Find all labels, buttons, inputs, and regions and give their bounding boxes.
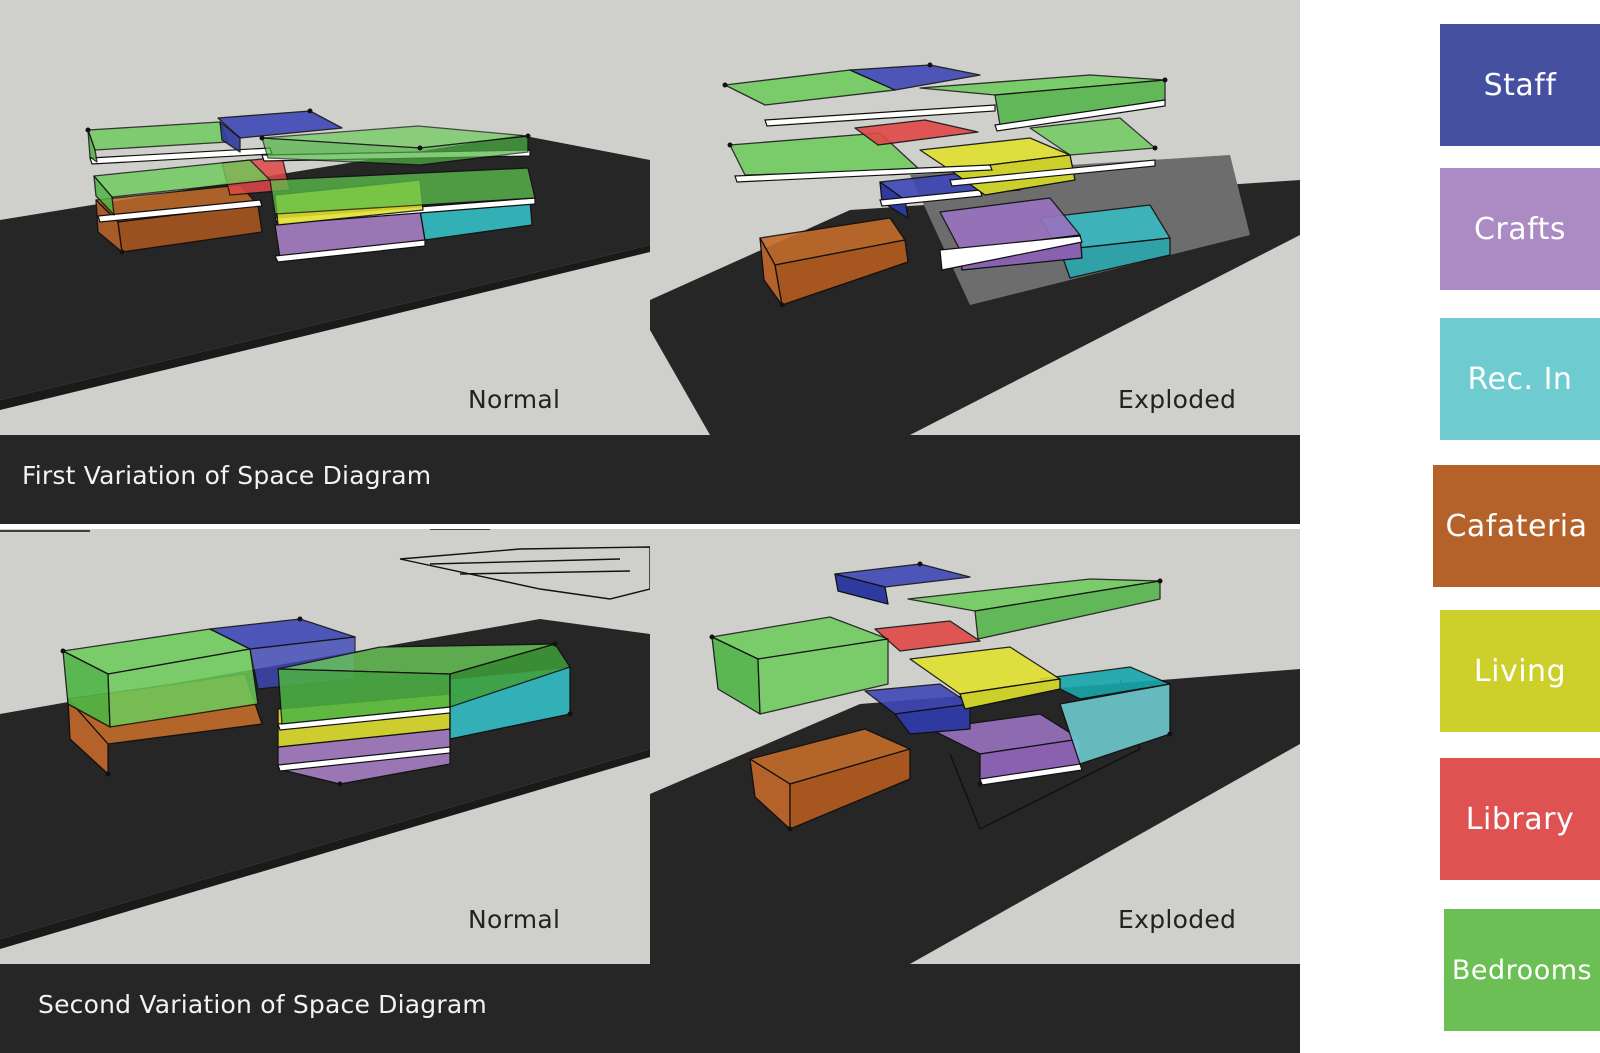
legend-living: Living: [1440, 610, 1600, 732]
panel-2-normal-model: [0, 529, 650, 949]
panel-1-exploded-model: [650, 62, 1300, 435]
panel-1-normal-view: Normal: [0, 0, 650, 435]
legend-label: Rec. In: [1467, 361, 1573, 397]
legend-label: Cafateria: [1445, 508, 1588, 544]
panel-1-exploded-view: Exploded: [650, 0, 1300, 435]
panel-title: Second Variation of Space Diagram: [38, 990, 487, 1019]
legend-rec-in: Rec. In: [1440, 318, 1600, 440]
legend-crafts: Crafts: [1440, 168, 1600, 290]
legend-library: Library: [1440, 758, 1600, 880]
legend-label: Library: [1465, 801, 1575, 837]
legend-label: Staff: [1483, 67, 1557, 103]
legend-label: Living: [1473, 653, 1567, 689]
panel-2-title-band: Second Variation of Space Diagram: [0, 964, 1300, 1053]
panel-1-normal-model: [0, 108, 650, 410]
legend-label: Bedrooms: [1451, 954, 1593, 986]
view-label: Exploded: [1118, 385, 1237, 414]
view-label: Normal: [468, 905, 561, 934]
panel-2-normal-view: Normal: [0, 529, 650, 964]
legend-bedrooms: Bedrooms: [1444, 909, 1600, 1031]
view-label: Normal: [468, 385, 561, 414]
panel-title: First Variation of Space Diagram: [22, 461, 432, 490]
view-label: Exploded: [1118, 905, 1237, 934]
legend-label: Crafts: [1473, 211, 1567, 247]
panel-2-exploded-model: [650, 561, 1300, 964]
panel-1-title-band: First Variation of Space Diagram: [0, 435, 1300, 524]
legend-cafateria: Cafateria: [1433, 465, 1600, 587]
legend-staff: Staff: [1440, 24, 1600, 146]
panel-2-exploded-view: Exploded: [650, 529, 1300, 964]
